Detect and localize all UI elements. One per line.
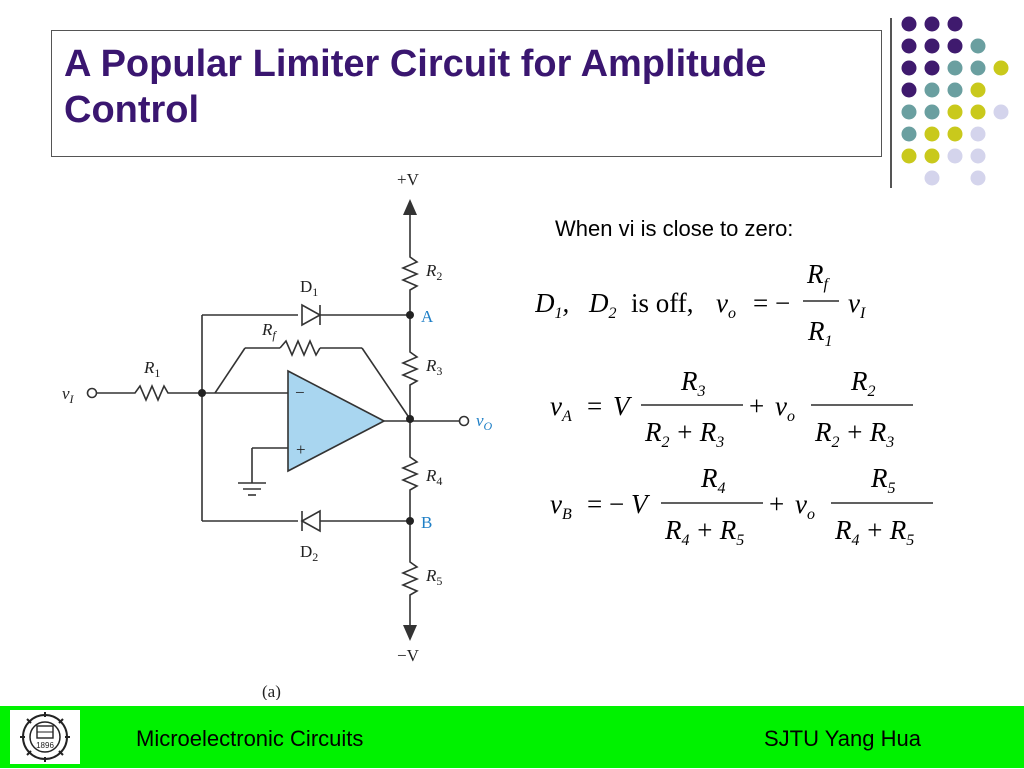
decor-dot-grid (901, 16, 1009, 186)
limiter-schematic: +V −V vI vO A B R1 Rf R2 R3 R4 R5 D1 D2 … (62, 170, 493, 700)
arrow-up-icon (403, 199, 417, 215)
diode-d2 (300, 509, 321, 533)
equations: D1, D2 is off, vo = − Rf R1 vI vA = V R3… (535, 259, 933, 549)
gear-icon (20, 712, 70, 762)
svg-text:D2: D2 (588, 288, 617, 322)
equation-3: vB = − V R4 R4+R5 + vo R5 R4+R5 (550, 463, 933, 549)
svg-text:is off,: is off, (631, 288, 694, 318)
svg-text:vA: vA (550, 391, 572, 425)
svg-text:R3: R3 (680, 366, 706, 400)
svg-text:R2+R3: R2+R3 (814, 417, 894, 451)
svg-text:vo: vo (775, 391, 795, 425)
logo-year: 1896 (36, 741, 54, 750)
svg-text:+: + (749, 391, 764, 421)
resistor-rf (279, 338, 321, 358)
label-opamp-plus: + (296, 440, 306, 459)
slide-title: A Popular Limiter Circuit for Amplitude … (64, 43, 767, 131)
dot-row-1 (901, 16, 963, 32)
svg-text:R4+R5: R4+R5 (664, 515, 744, 549)
label-r2: R2 (425, 261, 442, 283)
label-supply-pos: +V (397, 170, 420, 189)
svg-text:vB: vB (550, 489, 572, 523)
svg-text:= −: = − (587, 489, 624, 519)
svg-text:=: = (587, 391, 602, 421)
dot-row-4 (901, 82, 986, 98)
condition-text: When vi is close to zero: (555, 216, 794, 241)
equation-1: D1, D2 is off, vo = − Rf R1 vI (535, 259, 866, 350)
svg-text:vI: vI (848, 288, 866, 322)
svg-text:D1,: D1, (535, 288, 569, 322)
resistor-r2 (400, 250, 420, 297)
equation-2: vA = V R3 R2+R3 + vo R2 R2+R3 (550, 366, 913, 451)
svg-text:vo: vo (716, 288, 736, 322)
input-terminal (86, 387, 98, 399)
label-opamp-minus: − (295, 383, 305, 402)
label-r5: R5 (425, 566, 442, 588)
label-rf: Rf (261, 320, 277, 342)
label-r3: R3 (425, 356, 442, 378)
figure-caption: (a) (262, 682, 281, 700)
label-node-b: B (421, 513, 432, 532)
svg-text:R2: R2 (850, 366, 876, 400)
label-d2: D2 (300, 542, 318, 564)
dot-row-5 (901, 104, 1009, 120)
svg-text:= −: = − (753, 288, 790, 318)
footer-author: SJTU Yang Hua (764, 726, 921, 751)
footer-course: Microelectronic Circuits (136, 726, 364, 751)
svg-text:+: + (769, 489, 784, 519)
label-output: vO (476, 411, 493, 433)
diode-d1 (301, 303, 322, 327)
svg-text:R4: R4 (700, 463, 726, 497)
svg-text:Rf: Rf (806, 259, 831, 293)
label-d1: D1 (300, 277, 318, 299)
label-supply-neg: −V (397, 646, 420, 665)
svg-text:R1: R1 (807, 316, 833, 350)
arrow-down-icon (403, 625, 417, 641)
svg-text:R2+R3: R2+R3 (644, 417, 724, 451)
dot-row-2 (901, 38, 986, 54)
svg-text:R5: R5 (870, 463, 896, 497)
dot-row-7 (901, 148, 986, 164)
svg-text:V: V (631, 489, 651, 519)
label-r1: R1 (143, 358, 160, 380)
university-logo: 1896 (10, 710, 80, 764)
svg-text:V: V (613, 391, 633, 421)
title-box: A Popular Limiter Circuit for Amplitude … (51, 30, 882, 157)
label-node-a: A (421, 307, 434, 326)
decor-vertical-line (890, 18, 892, 188)
dot-row-8 (924, 170, 986, 186)
label-r4: R4 (425, 466, 442, 488)
resistor-r3 (400, 345, 420, 392)
resistor-r5 (400, 555, 420, 602)
svg-text:R4+R5: R4+R5 (834, 515, 914, 549)
dot-row-6 (901, 126, 986, 142)
footer-bar: 1896 Microelectronic Circuits SJTU Yang … (0, 706, 1024, 768)
junctions (198, 311, 414, 525)
op-amp (287, 369, 386, 473)
label-input: vI (62, 384, 75, 406)
resistor-r4 (400, 450, 420, 497)
svg-text:vo: vo (795, 489, 815, 523)
resistor-r1 (128, 383, 175, 403)
dot-row-3 (901, 60, 1009, 76)
output-terminal (458, 415, 470, 427)
